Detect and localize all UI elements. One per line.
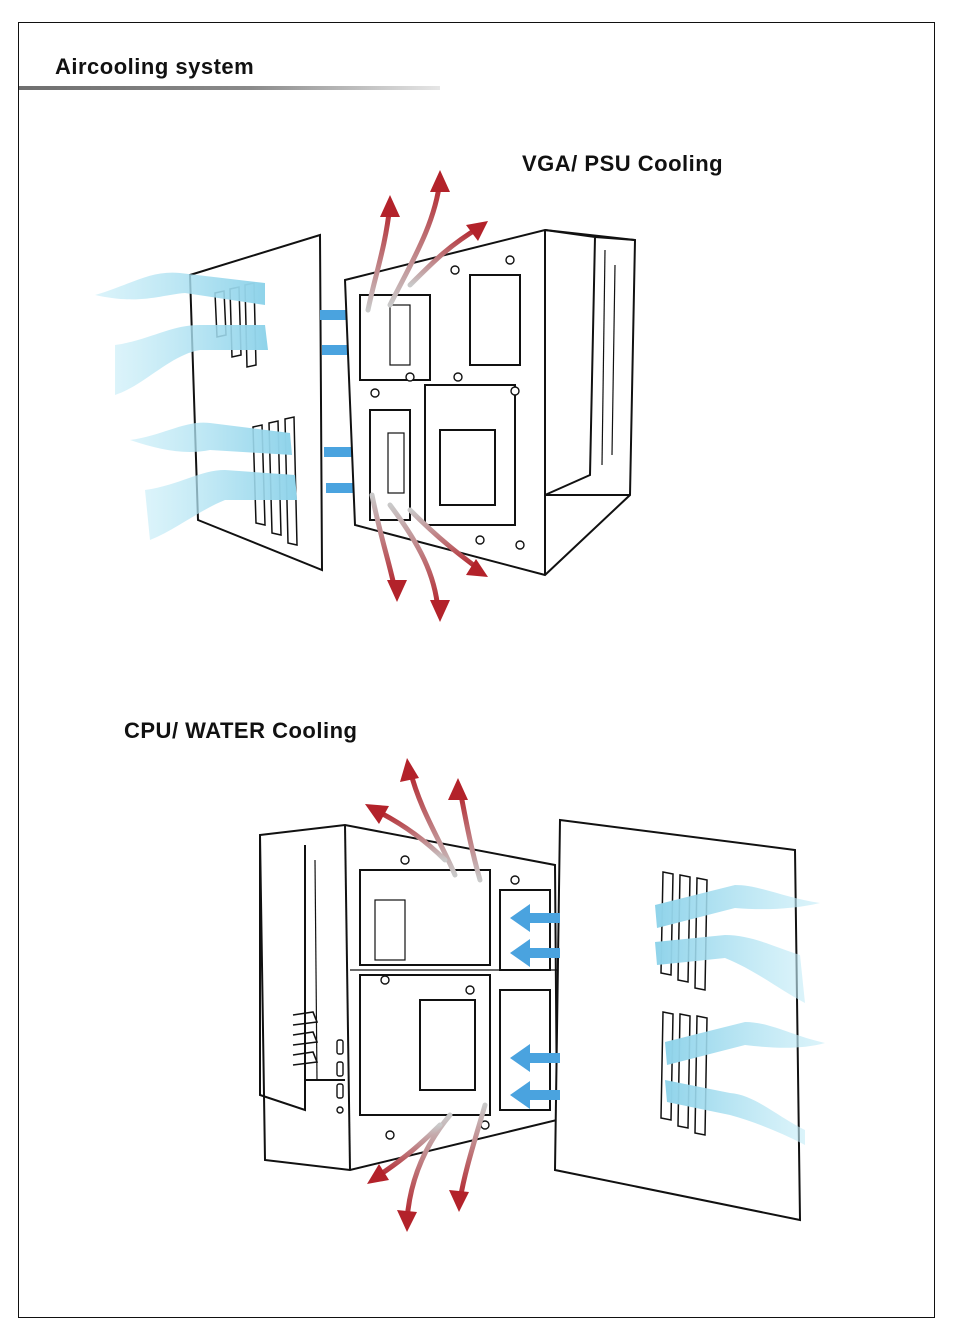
vga-psu-cooling-diagram	[90, 165, 650, 635]
side-panel	[555, 820, 800, 1220]
cpu-water-cooling-diagram	[245, 750, 845, 1240]
exhaust-arrowheads-bottom	[387, 559, 488, 622]
title-rule	[19, 86, 440, 90]
cpu-water-cooling-label: CPU/ WATER Cooling	[124, 718, 357, 744]
section-title: Aircooling system	[55, 54, 254, 80]
chassis	[345, 230, 635, 575]
